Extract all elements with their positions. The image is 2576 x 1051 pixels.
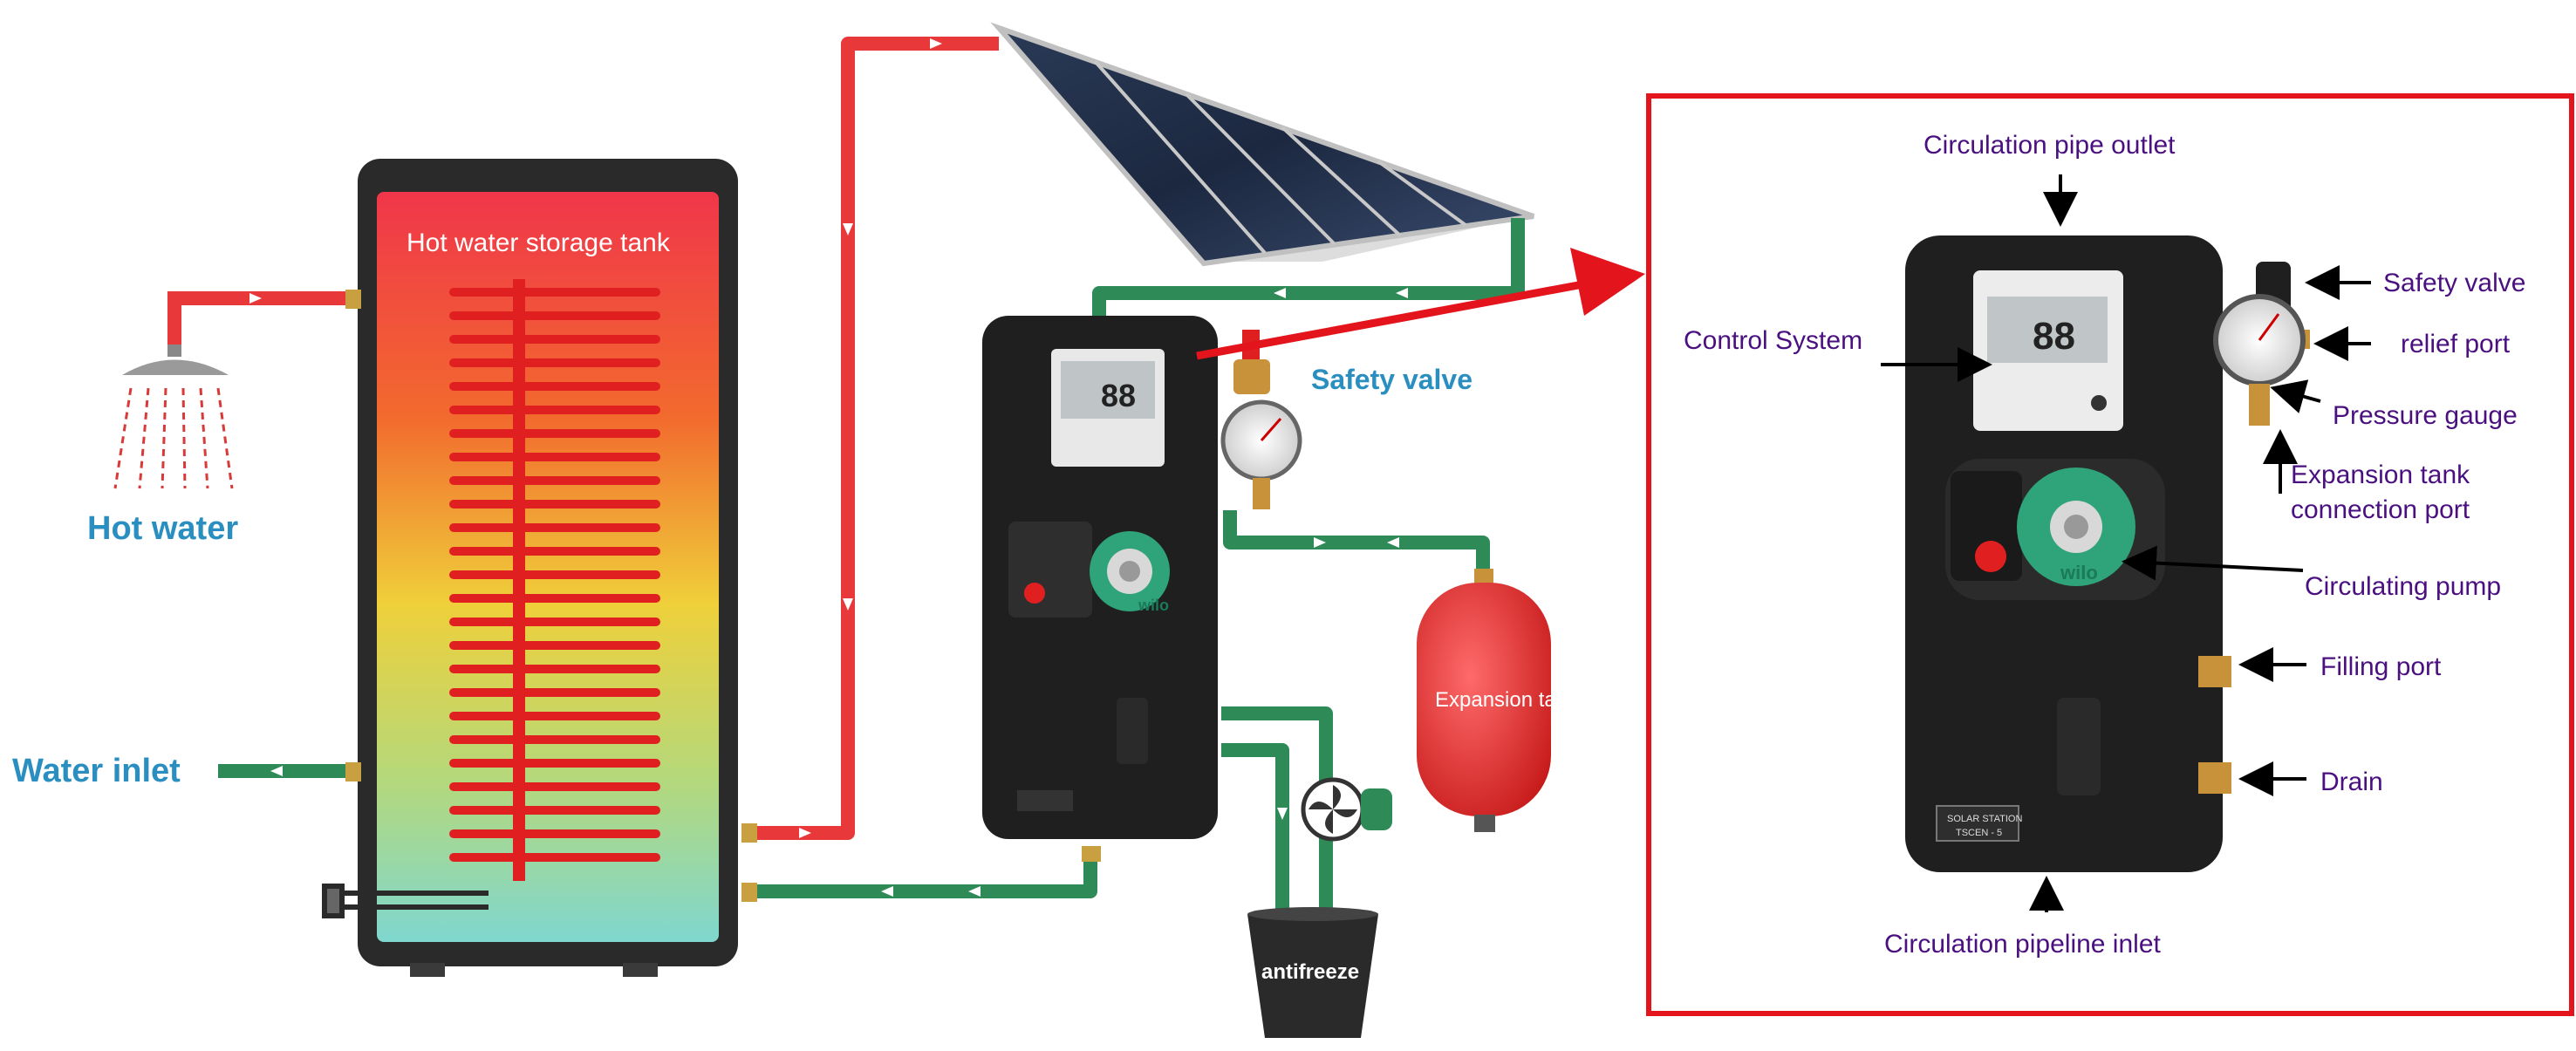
station-lcd-digits: 88: [1101, 378, 1136, 413]
circulating-pump-label: Circulating pump: [2305, 572, 2501, 601]
expansion-port-label-line2: connection port: [2291, 495, 2470, 524]
expansion-tank-label: Expansion tank: [1435, 688, 1579, 712]
tank-title-label: Hot water storage tank: [407, 229, 671, 257]
heat-exchanger-coil: [449, 288, 660, 862]
filling-port-label: Filling port: [2320, 652, 2442, 681]
hot-water-label: Hot water: [87, 510, 238, 547]
detail-callout-frame: [1646, 93, 2574, 1016]
fill-pump-icon: [1301, 777, 1392, 842]
collector-return-pipe: [1092, 218, 1525, 323]
detail-pressure-gauge: [2213, 294, 2306, 426]
callout-labels: Circulation pipe outlet Control System S…: [1684, 131, 2525, 959]
detail-lcd-digits: 88: [2033, 315, 2075, 358]
pressure-gauge-label: Pressure gauge: [2333, 401, 2518, 430]
safety-valve-label: Safety valve: [2383, 269, 2525, 297]
antifreeze-bucket: [1247, 907, 1378, 1038]
electric-heater-element: [322, 884, 489, 918]
water-inlet-label: Water inlet: [12, 753, 181, 789]
collector-hot-pipe: [741, 37, 999, 843]
detail-pump-brand: wilo: [2060, 562, 2098, 584]
expansion-tank-pipe: [1223, 510, 1493, 586]
station-detail-photo: 88 wilo SOLAR STATION TSCEN - 5: [1905, 235, 2223, 872]
antifreeze-label: antifreeze: [1261, 960, 1359, 984]
pressure-gauge-main: [1220, 399, 1302, 509]
outlet-label: Circulation pipe outlet: [1923, 131, 2176, 160]
water-inlet-pipe: [218, 762, 361, 781]
inlet-label: Circulation pipeline inlet: [1884, 930, 2162, 959]
safety-valve-main-label: Safety valve: [1311, 364, 1472, 395]
expansion-tank: [1417, 583, 1551, 832]
expansion-port-label-line1: Expansion tank: [2291, 461, 2470, 489]
station-pump-brand: wilo: [1138, 597, 1169, 614]
relief-port-label: relief port: [2401, 330, 2511, 358]
callout-pointer-arrowhead: [1570, 248, 1645, 316]
detail-plate-line2: TSCEN - 5: [1956, 828, 2002, 838]
detail-plate-line1: SOLAR STATION: [1947, 814, 2022, 824]
shower-head-icon: [113, 345, 234, 489]
tank-return-pipe: [741, 846, 1101, 902]
detail-filling-port: [2198, 656, 2231, 687]
drain-label: Drain: [2320, 768, 2383, 796]
callout-arrows: [1881, 174, 2371, 912]
solar-pump-station: 88 wilo: [982, 316, 1218, 839]
solar-panel: [990, 22, 1535, 267]
hot-water-storage-tank: Hot water storage tank: [322, 159, 738, 977]
control-system-label: Control System: [1684, 326, 1862, 355]
callout-pointer-line: [1196, 279, 1589, 360]
detail-drain-port: [2198, 762, 2231, 794]
hot-water-pipe: [167, 290, 361, 345]
